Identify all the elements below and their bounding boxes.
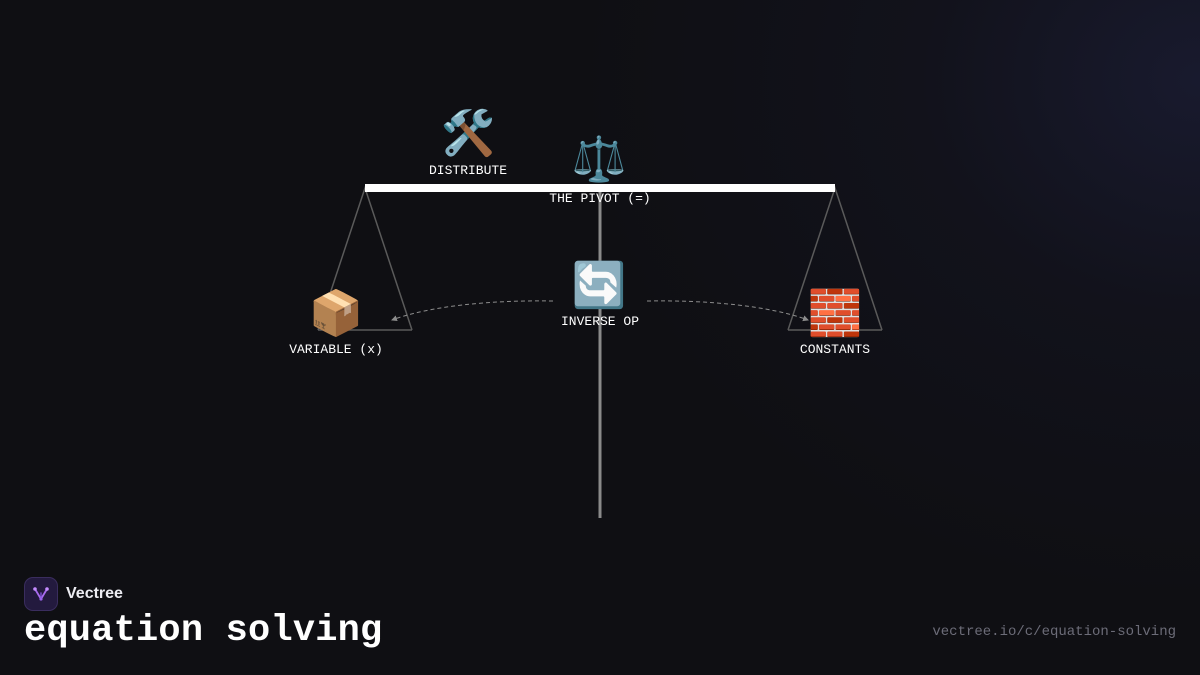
scale-beam xyxy=(365,184,835,192)
balance-scale-icon: ⚖️ xyxy=(571,134,627,185)
variable-label: VARIABLE (x) xyxy=(289,342,383,357)
counterclockwise-arrows-icon: 🔄 xyxy=(571,260,627,311)
inverse-op-label: INVERSE OP xyxy=(560,314,640,329)
brand: Vectree xyxy=(24,577,123,611)
package-icon: 📦 xyxy=(308,288,364,339)
vectree-logo-icon xyxy=(24,577,58,611)
page-title: equation solving xyxy=(24,610,383,652)
pivot-label: THE PIVOT (=) xyxy=(549,191,651,206)
arc-to-variable xyxy=(391,300,554,322)
constants-label: CONSTANTS xyxy=(799,342,871,357)
distribute-label: DISTRIBUTE xyxy=(428,163,508,178)
arc-to-constants xyxy=(646,300,809,322)
brick-icon: 🧱 xyxy=(807,288,863,339)
page-url[interactable]: vectree.io/c/equation-solving xyxy=(932,624,1176,640)
hammer-and-wrench-icon: 🛠️ xyxy=(440,108,496,159)
brand-name: Vectree xyxy=(66,585,123,602)
